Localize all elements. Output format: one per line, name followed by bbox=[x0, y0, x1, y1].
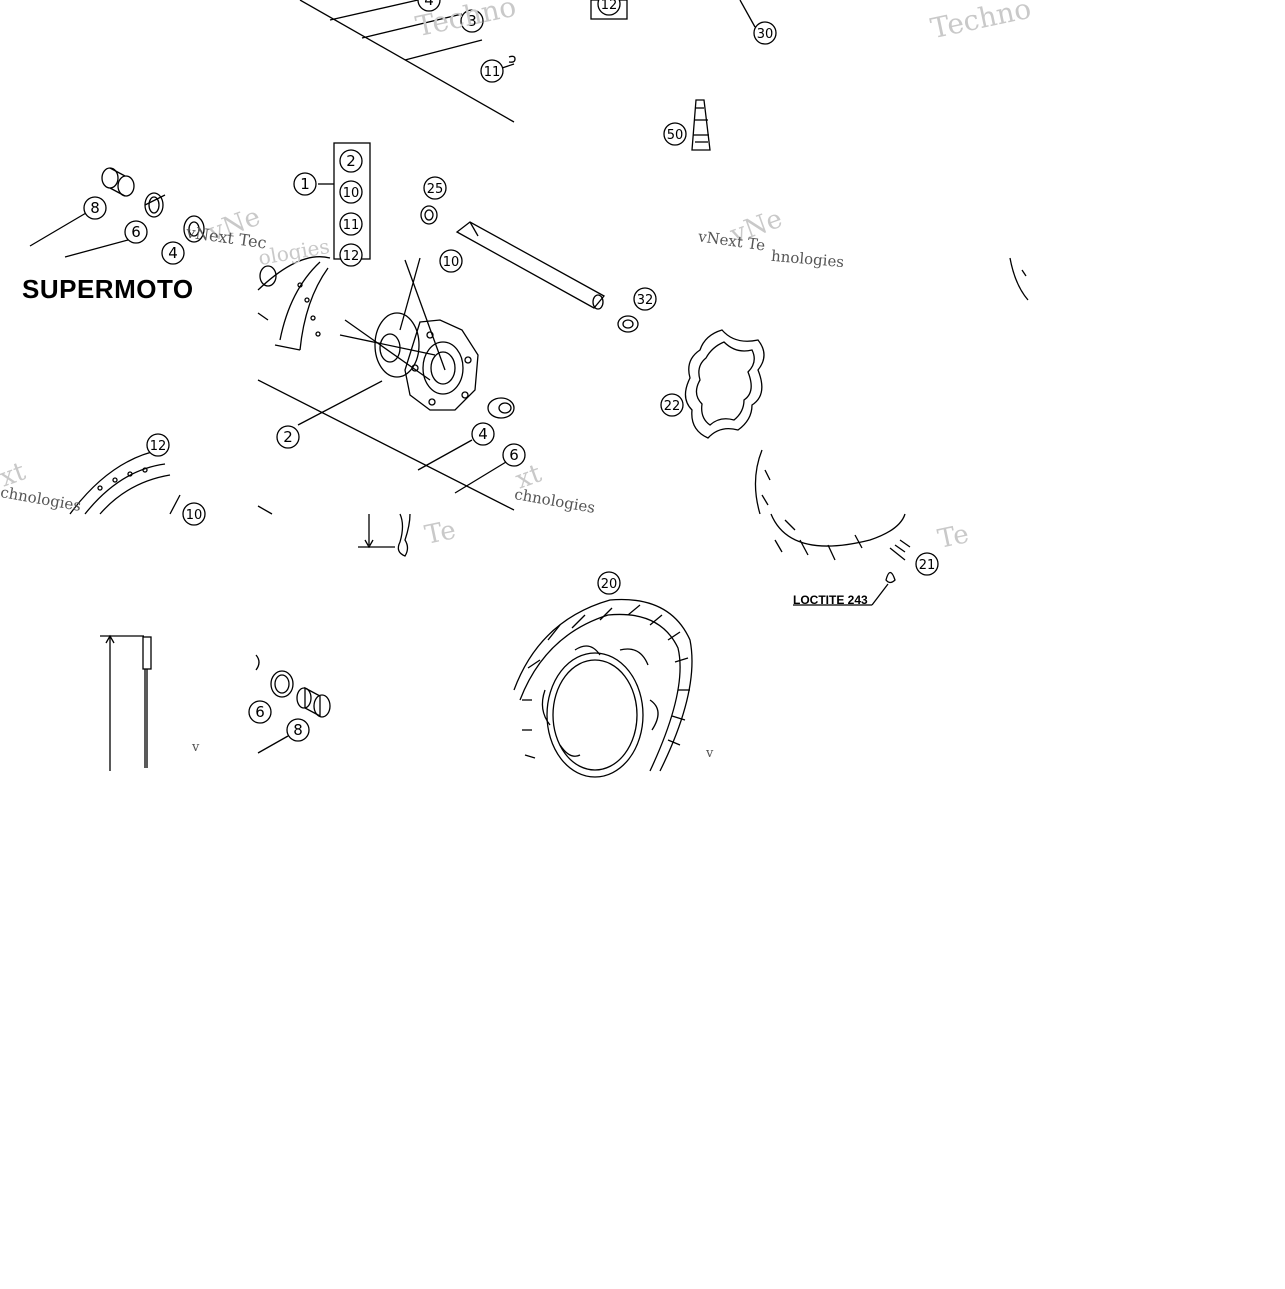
callout-label-c4-top: 4 bbox=[424, 0, 434, 9]
callout-label-c8-left: 8 bbox=[90, 199, 100, 217]
callout-label-c12-top: 12 bbox=[601, 0, 618, 13]
callout-label-c6-hub: 6 bbox=[509, 446, 519, 464]
callout-label-c50: 50 bbox=[667, 128, 684, 143]
spoke-icon bbox=[100, 634, 152, 771]
watermark: v bbox=[192, 740, 200, 755]
callout-label-c12-rim: 12 bbox=[150, 439, 167, 454]
callout-label-c10-wheel: 10 bbox=[443, 255, 460, 270]
callout-label-c12-box: 12 bbox=[343, 249, 360, 264]
axle-icon bbox=[420, 205, 606, 310]
callout-label-c30: 30 bbox=[757, 27, 774, 42]
callout-label-c1: 1 bbox=[300, 175, 310, 193]
spacer-icon bbox=[101, 167, 135, 197]
seal-ring-icon bbox=[144, 192, 166, 218]
rim-fragment bbox=[69, 449, 181, 515]
callout-label-c4-left: 4 bbox=[168, 244, 178, 262]
bolt-icon bbox=[793, 539, 911, 606]
rotor-edge bbox=[1009, 257, 1029, 301]
grease-tube-icon bbox=[691, 99, 711, 151]
callout-label-c20: 20 bbox=[601, 577, 618, 592]
rotor-gasket-icon bbox=[684, 329, 765, 439]
diagram-title: SUPERMOTO bbox=[22, 274, 194, 304]
callout-label-c2-box: 2 bbox=[346, 152, 356, 170]
valve-stem-icon bbox=[358, 513, 411, 557]
brake-disc-icon bbox=[513, 598, 693, 778]
top-right-parts bbox=[590, 0, 756, 151]
callout-label-c6-bottom: 6 bbox=[255, 703, 265, 721]
watermark: Te bbox=[422, 515, 459, 551]
bottom-small-parts bbox=[255, 654, 331, 754]
callout-label-c8-bottom: 8 bbox=[293, 721, 303, 739]
callout-label-c4-hub: 4 bbox=[478, 425, 488, 443]
top-guide-lines bbox=[299, 0, 516, 123]
front-wheel-hub bbox=[257, 256, 515, 515]
callout-label-c6-left: 6 bbox=[131, 223, 141, 241]
watermark: v bbox=[706, 746, 714, 761]
callout-label-c25: 25 bbox=[427, 182, 444, 197]
callout-label-c3-top: 3 bbox=[467, 12, 477, 30]
bearing-icon bbox=[183, 215, 205, 243]
callout-label-c32: 32 bbox=[637, 293, 654, 308]
left-small-parts bbox=[29, 167, 205, 258]
callout-label-c21: 21 bbox=[919, 558, 936, 573]
watermark: Te bbox=[935, 519, 972, 555]
callout-label-c11-top: 11 bbox=[484, 65, 501, 80]
callout-label-c10-box: 10 bbox=[343, 186, 360, 201]
callout-label-c11-box: 11 bbox=[343, 218, 360, 233]
callout-label-c10-rim: 10 bbox=[186, 508, 203, 523]
loctite-annotation: LOCTITE 243 bbox=[793, 593, 868, 607]
rotor-fragment-upper bbox=[754, 449, 906, 561]
callout-label-c2-hub: 2 bbox=[283, 428, 293, 446]
callout-label-c22: 22 bbox=[664, 399, 681, 414]
nut-icon bbox=[617, 315, 639, 333]
